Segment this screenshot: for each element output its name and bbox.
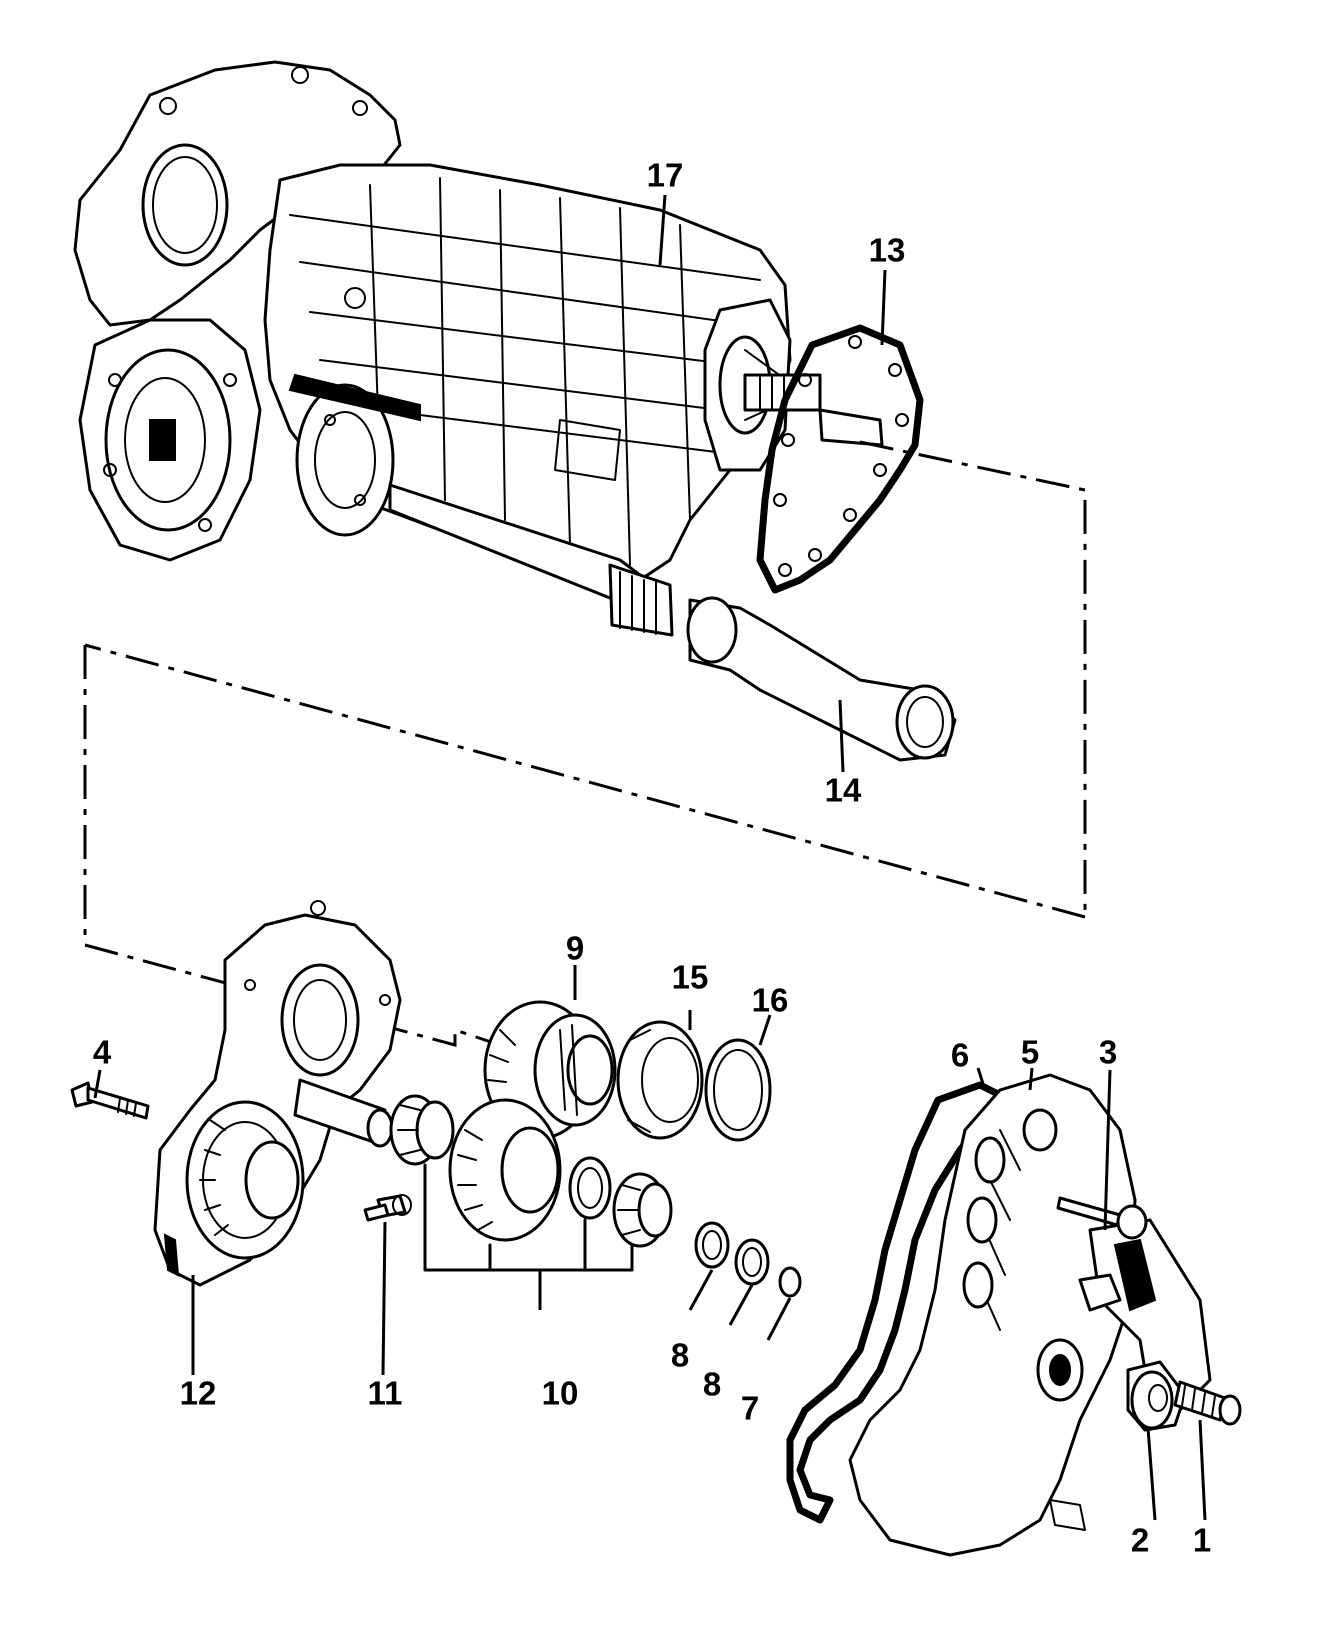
gasket-13-holes xyxy=(773,335,909,577)
callout-8-left: 8 xyxy=(670,1336,690,1374)
callout-7: 7 xyxy=(740,1389,760,1427)
sleeve-14 xyxy=(686,596,957,762)
callout-3: 3 xyxy=(1098,1033,1118,1071)
callout-5: 5 xyxy=(1020,1033,1040,1071)
bolt-1 xyxy=(1173,1380,1242,1426)
gasket-6 xyxy=(786,1081,1004,1524)
callout-2: 2 xyxy=(1130,1521,1150,1559)
callout-8-right: 8 xyxy=(702,1365,722,1403)
callout-11: 11 xyxy=(367,1374,403,1412)
callout-4: 4 xyxy=(92,1033,112,1071)
bolt-4 xyxy=(70,1081,150,1120)
o-ring-7 xyxy=(778,1266,802,1298)
callout-14: 14 xyxy=(824,771,862,809)
shim-8-right xyxy=(734,1238,770,1286)
callout-9: 9 xyxy=(565,929,585,967)
leader-lines xyxy=(93,194,1207,1521)
assembly-line-rear xyxy=(83,440,1087,1047)
callout-6: 6 xyxy=(950,1036,970,1074)
bearing-cup-15 xyxy=(616,1020,704,1140)
callout-13: 13 xyxy=(868,231,906,269)
callout-17: 17 xyxy=(646,156,684,194)
splined-stub-shaft xyxy=(818,408,884,447)
bolt-11 xyxy=(363,1194,412,1222)
shim-8-left xyxy=(694,1221,730,1269)
callout-1: 1 xyxy=(1192,1521,1212,1559)
callout-10: 10 xyxy=(541,1374,579,1412)
gear-set-10 xyxy=(389,1094,673,1310)
callout-16: 16 xyxy=(751,981,789,1019)
gasket-13 xyxy=(756,324,924,594)
callout-15: 15 xyxy=(671,958,709,996)
front-cover-12 xyxy=(153,900,402,1287)
spacer-2 xyxy=(1126,1360,1187,1432)
shim-ring-16 xyxy=(704,1038,772,1142)
transmission-housing xyxy=(73,60,822,637)
rear-cover-5 xyxy=(848,1073,1212,1557)
callout-12: 12 xyxy=(179,1374,217,1412)
